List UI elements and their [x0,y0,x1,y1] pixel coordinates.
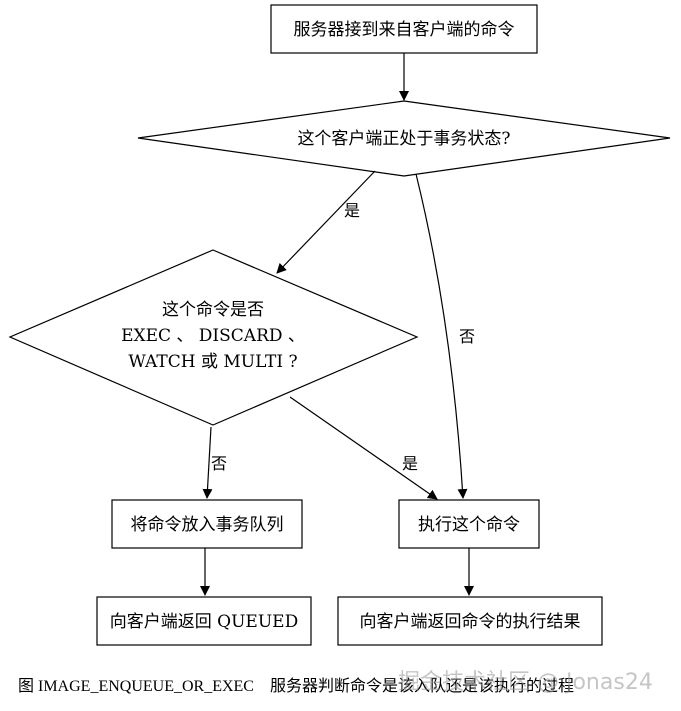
decision-special-command-line3: WATCH 或 MULTI ? [128,352,297,372]
figure-caption: 图 IMAGE_ENQUEUE_OR_EXEC 服务器判断命令是该入队还是该执行的… [18,672,574,696]
node-return-result-label: 向客户端返回命令的执行结果 [360,612,581,632]
edge-special-no [202,426,213,499]
node-execute-label: 执行这个命令 [418,515,520,535]
watermark: 掘金技术社区 @ Jonas24 [398,670,653,695]
node-execute: 执行这个命令 [398,499,540,549]
node-receive-command: 服务器接到来自客户端的命令 [270,4,538,54]
decision-in-transaction: 这个客户端正处于事务状态? [137,100,671,177]
node-return-queued: 向客户端返回 QUEUED [96,596,312,646]
decision-special-command: 这个命令是否 EXEC 、 DISCARD 、 WATCH 或 MULTI ? [8,249,419,426]
edge-label-special-yes: 是 [402,454,418,473]
node-receive-command-label: 服务器接到来自客户端的命令 [294,20,515,40]
decision-special-command-line1: 这个命令是否 [162,300,264,320]
edge-label-in-transaction-no: 否 [459,327,475,346]
decision-in-transaction-label: 这个客户端正处于事务状态? [297,129,510,149]
edge-in-transaction-yes [276,170,376,274]
node-enqueue: 将命令放入事务队列 [111,499,303,549]
figure-caption-text: 服务器判断命令是该入队还是该执行的过程 [269,678,574,695]
edge-label-in-transaction-yes: 是 [344,201,360,220]
decision-special-command-line2: EXEC 、 DISCARD 、 [121,326,305,346]
edge-in-transaction-no [415,173,468,499]
edge-special-yes [289,396,438,500]
edge-label-special-no: 否 [211,454,227,473]
node-enqueue-label: 将命令放入事务队列 [131,515,284,535]
node-return-result: 向客户端返回命令的执行结果 [337,596,603,646]
figure-caption-id: 图 IMAGE_ENQUEUE_OR_EXEC [18,678,254,695]
node-return-queued-label: 向客户端返回 QUEUED [110,612,298,632]
